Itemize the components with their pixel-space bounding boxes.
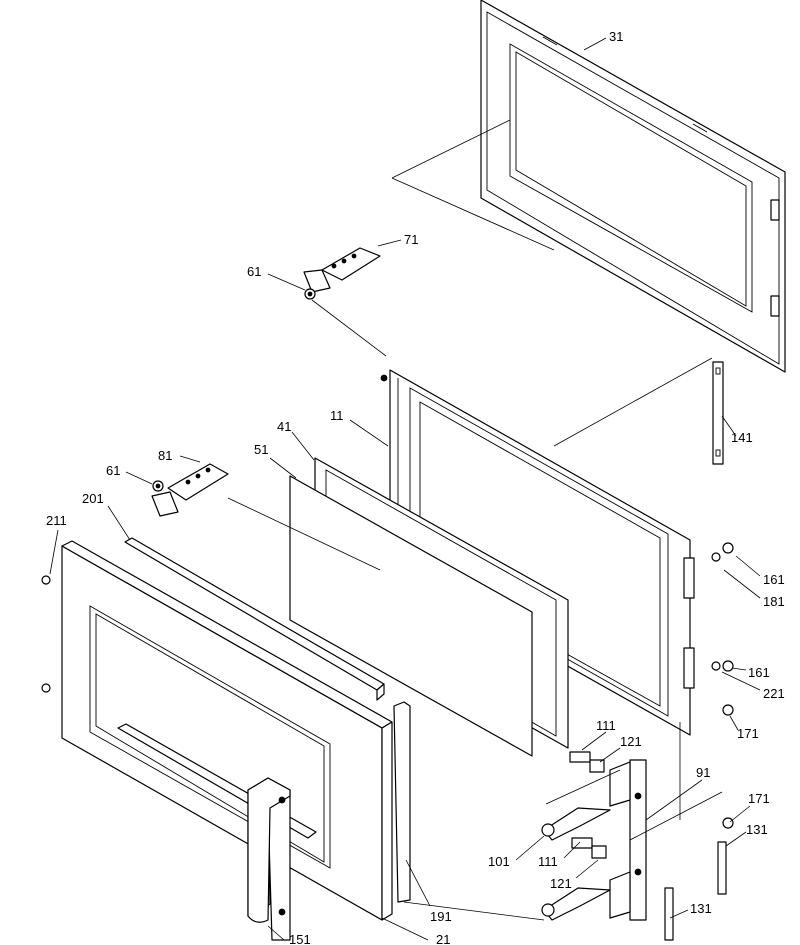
part-111-121-pins: [569, 751, 607, 859]
callout-111: 111: [596, 718, 616, 733]
assembly-lines: [227, 119, 723, 921]
callout-111: 111: [538, 854, 558, 869]
part-91-latch: [609, 759, 647, 921]
part-61-upper-nut: [304, 288, 316, 300]
callout-221: 221: [763, 686, 785, 701]
callout-211: 211: [46, 513, 67, 528]
callout-181: 181: [763, 594, 785, 609]
callout-171: 171: [737, 726, 759, 741]
part-31-rear-panel: [480, 0, 786, 373]
callout-101: 101: [488, 854, 510, 869]
part-151-handle: [247, 777, 291, 941]
callout-161: 161: [748, 665, 770, 680]
callout-51: 51: [254, 442, 268, 457]
part-71-upper-hinge: [303, 247, 381, 293]
callout-31: 31: [609, 29, 623, 44]
callout-41: 41: [277, 419, 291, 434]
callout-201: 201: [82, 491, 104, 506]
part-81-lower-hinge: [151, 463, 229, 517]
callout-121: 121: [550, 876, 572, 891]
callout-191: 191: [430, 909, 452, 924]
callout-11: 11: [330, 408, 344, 423]
callout-leaders: [49, 37, 761, 941]
callout-61: 61: [106, 463, 120, 478]
callout-131: 131: [746, 822, 768, 837]
callout-91: 91: [696, 765, 710, 780]
callout-171: 171: [748, 791, 770, 806]
callout-151: 151: [289, 932, 311, 945]
callout-121: 121: [620, 734, 642, 749]
part-141-latch-plate: [712, 361, 724, 465]
part-131-springs: [664, 841, 727, 941]
screws: [41, 542, 734, 829]
callout-131: 131: [690, 901, 712, 916]
part-51-glass: [289, 475, 533, 757]
callout-161: 161: [763, 572, 785, 587]
part-101-hooks: [541, 807, 611, 921]
callout-labels: 31 71 61 11 41 51 81 61 201 211 141 161 …: [46, 29, 785, 945]
part-61-lower-nut: [152, 480, 164, 492]
callout-71: 71: [404, 232, 418, 247]
part-191-strip: [393, 701, 411, 903]
callout-21: 21: [436, 932, 450, 945]
callout-141: 141: [731, 430, 753, 445]
callout-81: 81: [158, 448, 172, 463]
callout-61: 61: [247, 264, 261, 279]
